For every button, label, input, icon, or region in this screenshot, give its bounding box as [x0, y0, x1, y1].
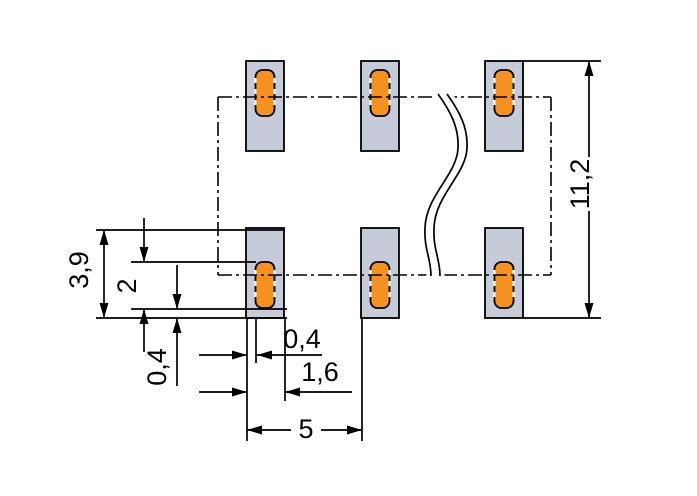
- component-outline: [217, 96, 552, 276]
- arrow-up-icon: [139, 309, 149, 324]
- dim-opening-height-label: 2: [112, 278, 142, 293]
- pad-top-1: [245, 60, 285, 152]
- pad-top-3: [484, 60, 524, 152]
- pad-top-2: [360, 60, 400, 152]
- arrow-left-icon: [247, 425, 262, 435]
- arrow-up-icon: [584, 61, 594, 76]
- pad-opening: [493, 69, 515, 117]
- arrow-down-icon: [172, 294, 182, 309]
- dimensions-bottom: 0,4 1,6 5: [199, 318, 363, 444]
- dimensions-left: 3,9 2 0,4: [64, 218, 287, 386]
- dim-offset-h-label: 0,4: [283, 324, 321, 354]
- pad-opening: [493, 261, 515, 309]
- break-symbol: [420, 91, 472, 277]
- arrow-right-icon: [232, 387, 247, 397]
- arrow-left-icon: [285, 387, 300, 397]
- arrow-right-icon: [232, 350, 247, 360]
- dim-pad-height-label: 3,9: [64, 251, 94, 289]
- break-line-1: [424, 93, 459, 277]
- break-line-2: [433, 93, 468, 277]
- dim-pad-width-label: 1,6: [301, 357, 339, 387]
- dimensions-right: 11,2: [523, 60, 601, 319]
- dim-pitch-label: 5: [298, 414, 313, 444]
- pad-opening: [254, 69, 276, 117]
- arrow-left-icon: [257, 350, 272, 360]
- pad-opening: [369, 261, 391, 309]
- pad-bottom-2: [360, 227, 400, 319]
- dim-overall-height-label: 11,2: [565, 159, 595, 210]
- arrow-down-icon: [584, 303, 594, 318]
- pad-bottom-3: [484, 227, 524, 319]
- pad-opening: [369, 69, 391, 117]
- pad-bottom-1: [245, 227, 285, 319]
- arrow-right-icon: [347, 425, 362, 435]
- arrow-up-icon: [172, 318, 182, 333]
- arrow-down-icon: [139, 247, 149, 262]
- dim-offset-v-label: 0,4: [142, 348, 172, 386]
- arrow-up-icon: [99, 230, 109, 245]
- pad-opening: [254, 261, 276, 309]
- arrow-down-icon: [99, 303, 109, 318]
